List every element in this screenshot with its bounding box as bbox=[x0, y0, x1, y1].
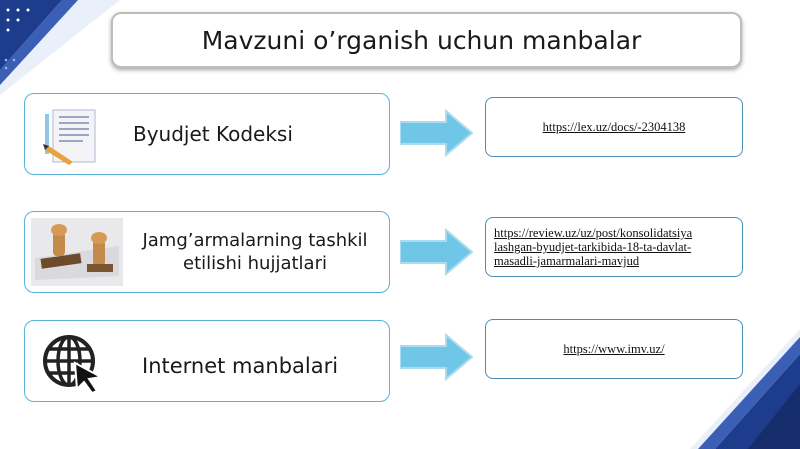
source-card-fund-documents: Jamg’armalarning tashkil etilishi hujjat… bbox=[24, 211, 390, 293]
source-label: Internet manbalari bbox=[142, 354, 339, 378]
source-card-internet: Internet manbalari bbox=[24, 320, 390, 402]
source-card-budget-code: Byudjet Kodeksi bbox=[24, 93, 390, 175]
link-review-line2[interactable]: lashgan-byudjet-tarkibida-18-ta-davlat- bbox=[494, 240, 692, 254]
document-pen-icon bbox=[43, 109, 96, 165]
title-box: Mavzuni o’rganish uchun manbalar bbox=[111, 12, 742, 68]
arrow-right-icon bbox=[400, 333, 473, 381]
source-label-line2: etilishi hujjatlari bbox=[183, 253, 327, 274]
link-review-line1[interactable]: https://review.uz/uz/post/konsolidatsiya bbox=[494, 226, 693, 240]
source-label-line1: Jamg’armalarning tashkil bbox=[142, 230, 368, 251]
corner-decoration-bottom-right bbox=[690, 329, 800, 449]
stamp-icon bbox=[31, 218, 123, 286]
link-lex[interactable]: https://lex.uz/docs/-2304138 bbox=[542, 119, 686, 134]
arrow-right-icon bbox=[400, 109, 473, 157]
link-review[interactable]: https://review.uz/uz/post/konsolidatsiya… bbox=[486, 226, 700, 268]
globe-cursor-icon bbox=[43, 335, 103, 393]
source-label-multiline: Jamg’armalarning tashkil etilishi hujjat… bbox=[129, 229, 381, 275]
link-box-imv[interactable]: https://www.imv.uz/ bbox=[485, 319, 743, 379]
arrow-right-icon bbox=[400, 228, 473, 276]
link-box-review[interactable]: https://review.uz/uz/post/konsolidatsiya… bbox=[485, 217, 743, 277]
page-title: Mavzuni o’rganish uchun manbalar bbox=[201, 25, 642, 55]
link-box-lex[interactable]: https://lex.uz/docs/-2304138 bbox=[485, 97, 743, 157]
corner-decoration-top-left bbox=[0, 0, 120, 95]
link-review-line3[interactable]: masadli-jamarmalari-mavjud bbox=[494, 254, 640, 268]
link-imv[interactable]: https://www.imv.uz/ bbox=[563, 341, 665, 356]
source-label: Byudjet Kodeksi bbox=[133, 122, 293, 146]
